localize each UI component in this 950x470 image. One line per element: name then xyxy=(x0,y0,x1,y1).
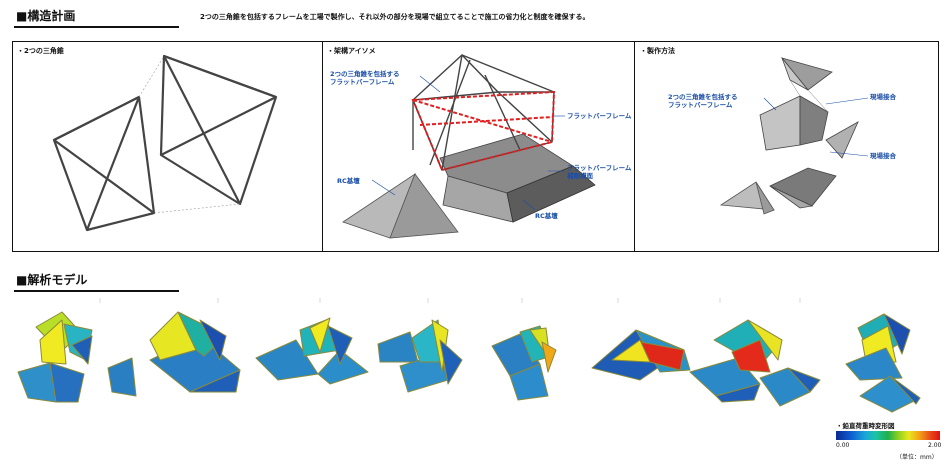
callout-method-joint-1: 現場接合 xyxy=(870,93,896,101)
callout-method-frame: 2つの三角錐を包括する フラットバーフレーム xyxy=(668,93,738,109)
callout-iso-frame-top-line-1: 2つの三角錐を包括する xyxy=(330,70,400,78)
analysis-model-2 xyxy=(107,311,241,397)
structure-section-title: ■構造計画 xyxy=(16,9,76,23)
callout-method-frame-line-2: フラットバーフレーム xyxy=(668,101,733,109)
panel-label-two-pyramids: ・2つの三角錐 xyxy=(17,47,64,55)
structure-subtitle: 2つの三角錐を包括するフレームを工場で製作し、それ以外の部分を現場で組立てること… xyxy=(200,13,590,21)
analysis-model-5 xyxy=(491,325,557,401)
callout-iso-frame-top-line-2: フラットバーフレーム xyxy=(330,78,395,86)
analysis-section-title: ■解析モデル xyxy=(16,273,88,287)
panel-fabrication-method xyxy=(634,41,939,252)
legend-max-label: 2.00 xyxy=(928,442,942,449)
panel-label-frame-isometric: ・架構アイソメ xyxy=(327,47,376,55)
analysis-model-1 xyxy=(17,311,93,403)
analysis-title-rule xyxy=(14,290,179,292)
legend-min-label: 0.00 xyxy=(836,442,850,449)
callout-iso-rc-right: RC基壇 xyxy=(535,212,558,220)
analysis-model-4 xyxy=(377,319,463,393)
panel-label-fabrication-method: ・製作方法 xyxy=(640,47,675,55)
legend-unit-label: （単位：mm） xyxy=(896,454,938,461)
structure-title-rule xyxy=(14,26,179,28)
callout-iso-reinforce-line-2: 補剛構面 xyxy=(567,172,593,180)
rc-base-right-side xyxy=(506,165,596,223)
legend-color-bar xyxy=(836,431,940,440)
callout-method-joint-2: 現場接合 xyxy=(870,152,896,160)
analysis-model-8 xyxy=(845,313,921,413)
legend-title: ・鉛直荷重時変形図 xyxy=(836,422,895,430)
analysis-model-7 xyxy=(713,319,821,407)
callout-iso-frame-right: フラットバーフレーム xyxy=(567,112,632,120)
callout-iso-reinforce-line-1: フラットバーフレーム xyxy=(567,164,632,172)
callout-method-frame-line-1: 2つの三角錐を包括する xyxy=(668,93,738,101)
callout-iso-frame-top: 2つの三角錐を包括する フラットバーフレーム xyxy=(330,70,400,86)
callout-iso-rc-left: RC基壇 xyxy=(337,177,360,185)
red-frame-top xyxy=(411,90,556,172)
rc-base-left-side xyxy=(389,173,459,239)
analysis-model-3 xyxy=(255,317,369,385)
callout-iso-reinforce: フラットバーフレーム 補剛構面 xyxy=(567,164,631,180)
